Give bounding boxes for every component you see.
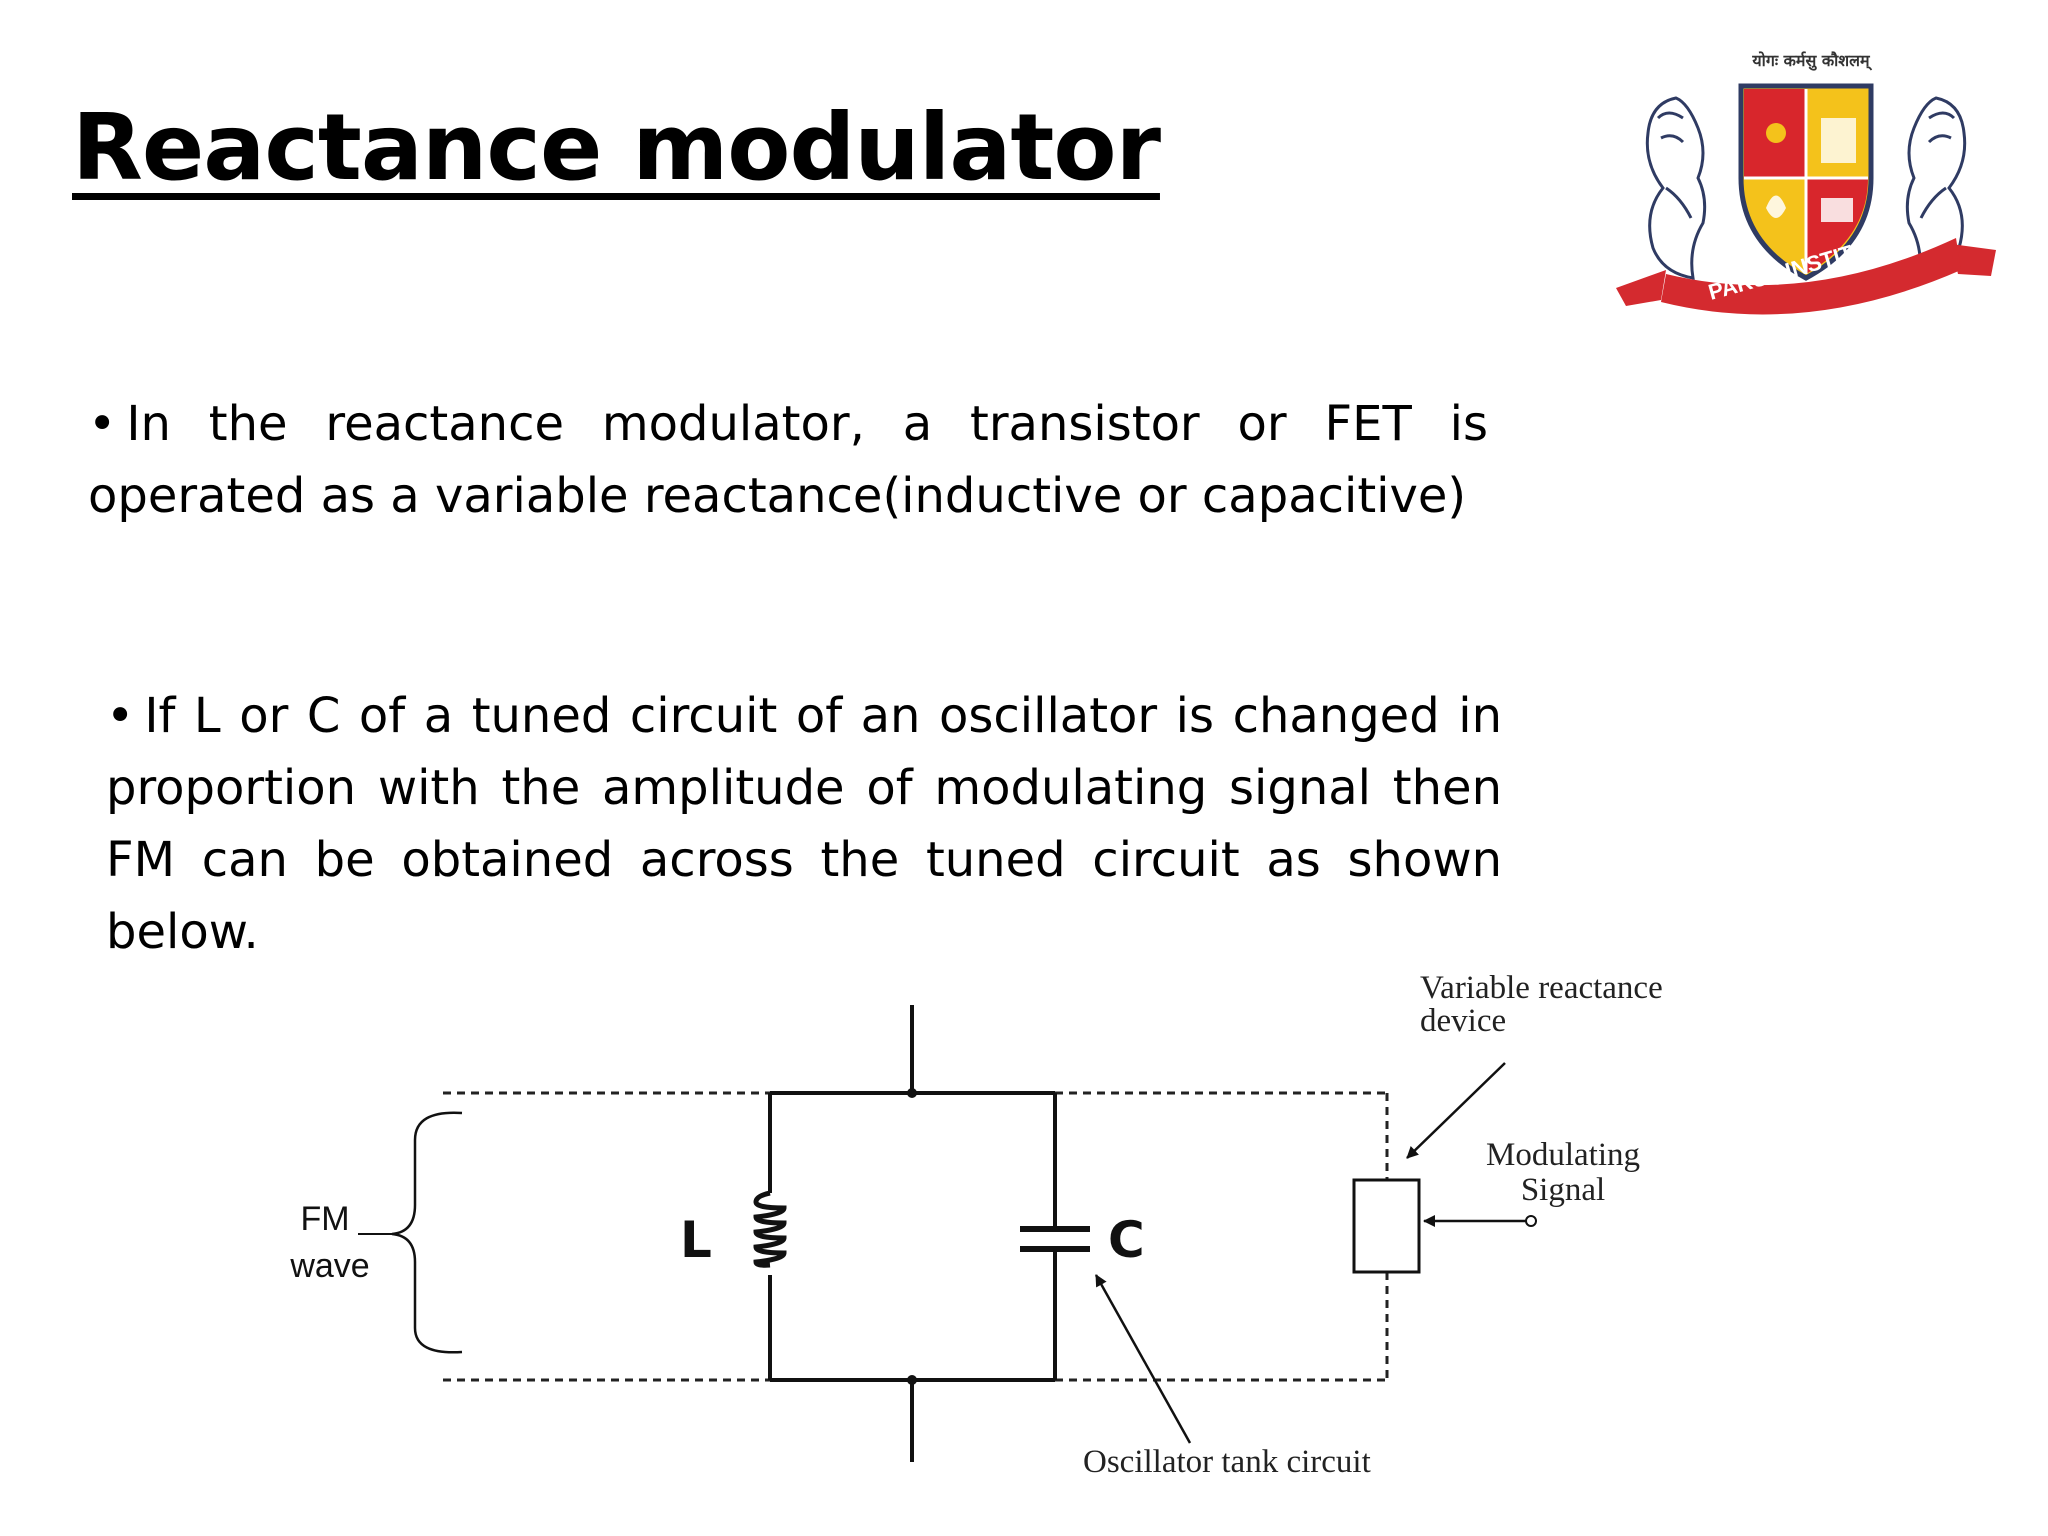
logo-motto: योगः कर्मसु कौशलम् [1751, 51, 1872, 71]
slide-title: Reactance modulator [72, 94, 1161, 201]
bullet-text-2: If L or C of a tuned circuit of an oscil… [106, 688, 1502, 960]
inductor-label: L [680, 1211, 712, 1269]
fm-wave-brace [391, 1111, 463, 1354]
bullet-text-1: In the reactance modulator, a transistor… [88, 396, 1488, 524]
variable-reactance-label-line1: Variable reactance [1420, 970, 1663, 1006]
fm-wave-label-line2: wave [289, 1247, 369, 1285]
modulating-signal-label-line1: Modulating [1486, 1137, 1640, 1173]
fm-wave-label-line1: FM [300, 1200, 349, 1238]
bullet-marker: • [106, 688, 135, 744]
tank-circuit-arrow [1094, 1274, 1192, 1444]
modulating-signal-label-line2: Signal [1521, 1172, 1605, 1208]
inductor-coil [753, 1190, 787, 1268]
bullet-point-1: •In the reactance modulator, a transisto… [88, 388, 1488, 532]
bullet-point-2: •If L or C of a tuned circuit of an osci… [106, 680, 1502, 968]
bottom-junction-dot [907, 1375, 917, 1385]
left-lion-icon [1645, 96, 1707, 280]
modulating-signal-terminal [1525, 1215, 1537, 1227]
tank-circuit-label: Oscillator tank circuit [1083, 1444, 1371, 1480]
variable-reactance-arrow [1406, 1062, 1506, 1159]
variable-reactance-label-line2: device [1420, 1003, 1506, 1039]
capacitor-plates [1020, 1226, 1090, 1252]
top-junction-dot [907, 1088, 917, 1098]
variable-reactance-device-box [1352, 1178, 1421, 1274]
tank-circuit-wires [768, 1005, 1057, 1462]
bullet-marker: • [88, 396, 117, 452]
capacitor-label: C [1108, 1211, 1145, 1269]
dashed-loop [443, 1091, 1389, 1382]
institute-logo: योगः कर्मसु कौशलम् PARUL INSTITUTE [1616, 51, 1996, 315]
shield-icon [1738, 83, 1874, 281]
